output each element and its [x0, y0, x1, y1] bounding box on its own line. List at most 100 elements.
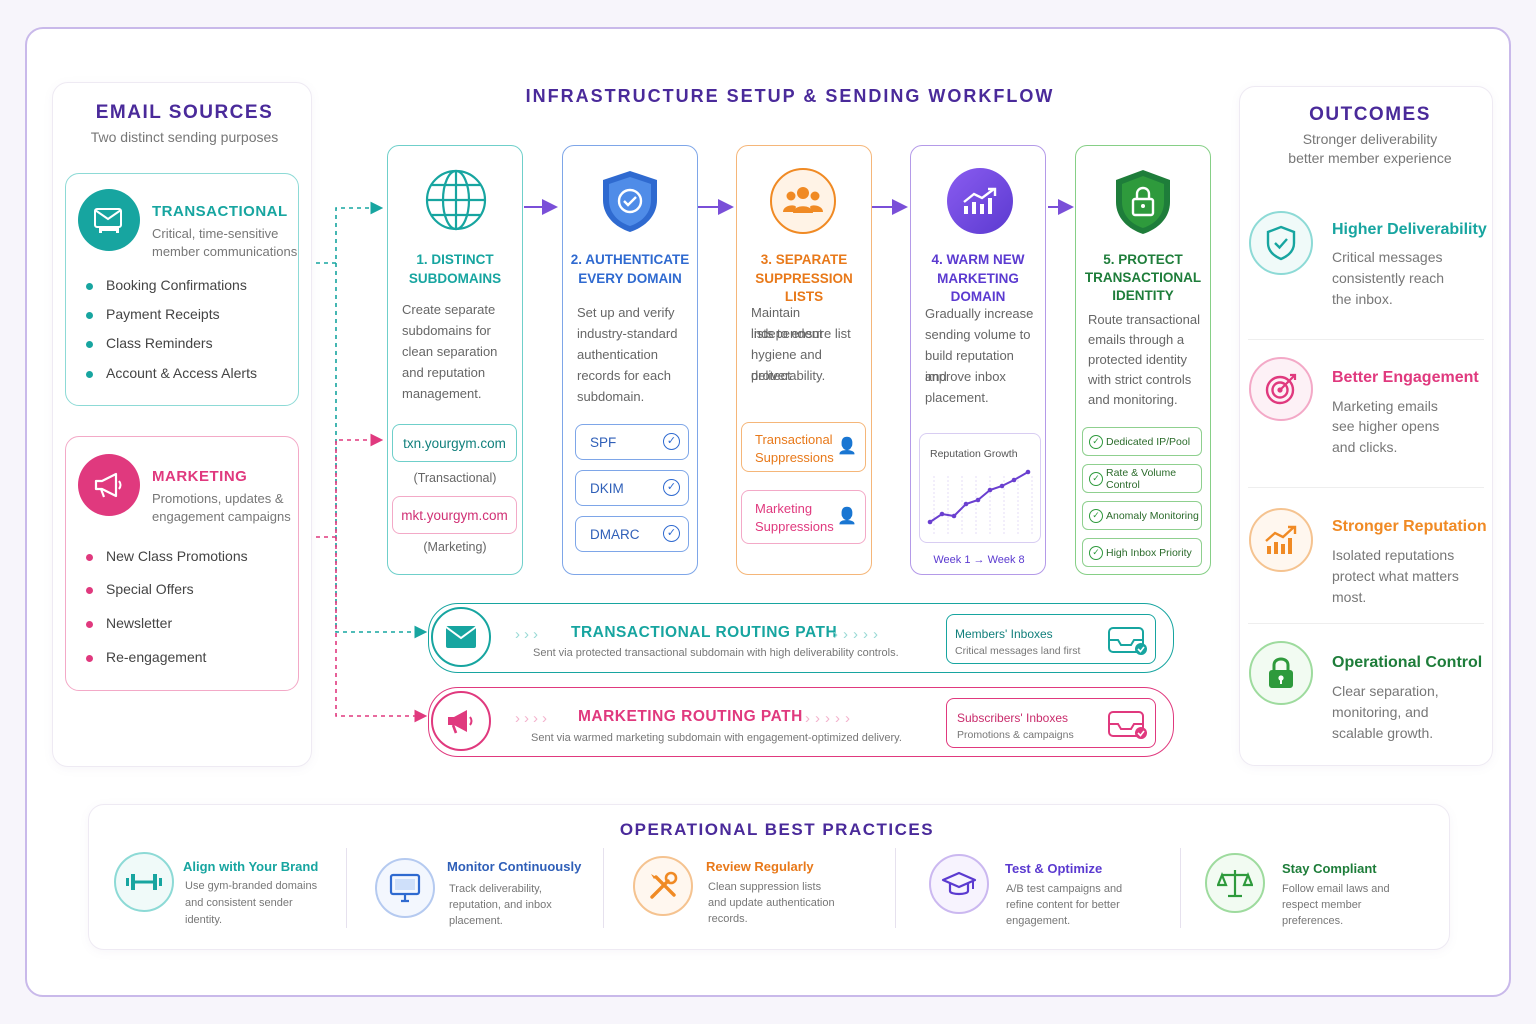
step-3-title-1: 3. SEPARATE — [760, 252, 848, 267]
mail-icon — [431, 607, 491, 667]
best-practices-heading: OPERATIONAL BEST PRACTICES — [619, 820, 935, 839]
outcome-title: Stronger Reputation — [1332, 518, 1487, 535]
chevrons-icon: ››››› — [805, 710, 855, 727]
dmarc-record-pill: DMARC ✓ — [575, 516, 689, 552]
members-inbox-title: Members' Inboxes — [955, 627, 1053, 641]
outcome-divider — [1248, 623, 1484, 624]
outcome-desc: most. — [1332, 589, 1367, 605]
bar-chart-up-icon — [1249, 508, 1313, 572]
step-1-desc-2: clean separation — [402, 344, 498, 359]
marketing-route-desc: Sent via warmed marketing subdomain with… — [531, 732, 902, 744]
list-item: Account & Access Alerts — [86, 365, 257, 381]
step-5-desc-1: emails through a — [1088, 332, 1185, 347]
step-2-desc-0: Set up and verify — [577, 305, 675, 320]
graduation-cap-icon — [929, 854, 989, 914]
outcome-title: Operational Control — [1332, 654, 1483, 671]
spf-label: SPF — [590, 434, 617, 450]
list-item: Newsletter — [86, 615, 172, 631]
dedicated-ip-check: Dedicated IP/Pool — [1082, 427, 1202, 456]
monitor-icon — [375, 858, 435, 918]
bp-desc: records. — [708, 913, 748, 925]
step-4-desc-0: Gradually increase — [925, 306, 1034, 321]
bp-title: Monitor Continuously — [447, 859, 582, 874]
outcome-desc: monitoring, and — [1332, 704, 1429, 720]
step-5-desc-4: and monitoring. — [1088, 392, 1178, 407]
step-5-desc-3: with strict controls — [1088, 372, 1192, 387]
outcome-desc: and clicks. — [1332, 439, 1398, 455]
txn-suppression-pill: Transactional Suppressions 👤 — [741, 422, 866, 472]
dumbbell-icon — [114, 852, 174, 912]
marketing-title: MARKETING — [152, 468, 248, 485]
bp-desc: engagement. — [1006, 915, 1071, 927]
chevrons-icon: ››››› — [833, 626, 883, 643]
step-3-card: 3. SEPARATE SUPPRESSION LISTS Maintain i… — [736, 145, 872, 575]
step-4-title-2: MARKETING DOMAIN — [937, 271, 1019, 304]
page-title: INFRASTRUCTURE SETUP & SENDING WORKFLOW — [525, 86, 1055, 106]
step-5-title-1: 5. PROTECT — [1103, 252, 1183, 267]
week-start: Week 1 — [933, 554, 971, 566]
step-2-desc-4: subdomain. — [577, 389, 645, 404]
tools-icon — [633, 856, 693, 916]
lock-shield-icon — [1112, 168, 1174, 241]
bp-desc: Clean suppression lists — [708, 881, 822, 893]
step-2-desc-3: records for each — [577, 368, 671, 383]
transactional-desc-2: member communications — [152, 244, 298, 259]
trend-up-icon — [947, 168, 1013, 234]
email-sources-heading: EMAIL SOURCES — [95, 102, 274, 123]
megaphone-icon — [431, 691, 491, 751]
step-2-title-2: EVERY DOMAIN — [578, 271, 682, 286]
txn-domain-pill: txn.yourgym.com — [392, 424, 517, 462]
outcome-desc: see higher opens — [1332, 418, 1440, 434]
transactional-title: TRANSACTIONAL — [152, 203, 288, 220]
bp-title: Align with Your Brand — [183, 859, 319, 874]
outcomes-sub-2: better member experience — [1288, 150, 1452, 166]
check-circle-icon: ✓ — [663, 433, 680, 450]
shield-check-icon — [1249, 211, 1313, 275]
marketing-source-card: MARKETING Promotions, updates & engageme… — [65, 436, 299, 691]
outcome-desc: Critical messages — [1332, 249, 1443, 265]
marketing-routing-path: ›››› MARKETING ROUTING PATH ››››› Sent v… — [428, 687, 1174, 757]
divider — [346, 848, 347, 928]
inbox-check-icon — [1108, 711, 1147, 739]
bp-desc: preferences. — [1282, 915, 1344, 927]
step-4-desc-1: sending volume to — [925, 327, 1031, 342]
bp-desc: and update authentication — [708, 897, 835, 909]
bp-desc: reputation, and inbox — [449, 899, 552, 911]
marketing-desc-2: engagement campaigns — [152, 509, 291, 524]
reputation-chart: Reputation Growth — [919, 433, 1041, 543]
bp-desc: Track deliverability, — [449, 883, 542, 895]
step-3-title-2: SUPPRESSION LISTS — [755, 271, 853, 304]
outcome-desc: protect what matters — [1332, 568, 1459, 584]
marketing-desc-1: Promotions, updates & — [152, 491, 284, 506]
mkt-suppression-pill: Marketing Suppressions 👤 — [741, 490, 866, 544]
mkt-domain-label: (Marketing) — [423, 540, 487, 554]
step-2-card: 2. AUTHENTICATE EVERY DOMAIN Set up and … — [562, 145, 698, 575]
step-1-title-1: 1. DISTINCT — [416, 252, 494, 267]
add-user-icon: 👤 — [837, 438, 857, 455]
step-4-title-1: 4. WARM NEW — [931, 252, 1025, 267]
list-item: Booking Confirmations — [86, 277, 247, 293]
mkt-suppression-label-2: Suppressions — [755, 519, 834, 534]
arrow-right-icon: → — [973, 554, 988, 566]
shield-check-icon — [597, 168, 663, 239]
txn-suppression-label-1: Transactional — [755, 432, 833, 447]
step-3-desc-1: lists to ensure list — [751, 326, 851, 341]
email-sources-subheading: Two distinct sending purposes — [90, 129, 279, 145]
members-inbox-desc: Critical messages land first — [955, 645, 1081, 657]
step-4-desc-2: build reputation and — [925, 348, 1014, 384]
subscribers-inbox-box: Subscribers' Inboxes Promotions & campai… — [946, 698, 1156, 748]
list-item: Payment Receipts — [86, 306, 220, 322]
bp-desc: Follow email laws and — [1282, 883, 1390, 895]
chevrons-icon: ››› — [515, 626, 542, 643]
list-item: New Class Promotions — [86, 548, 248, 564]
step-2-title-1: 2. AUTHENTICATE — [570, 252, 690, 267]
subscribers-inbox-desc: Promotions & campaigns — [957, 729, 1074, 741]
members-inbox-box: Members' Inboxes Critical messages land … — [946, 614, 1156, 664]
step-1-desc-1: subdomains for — [402, 323, 491, 338]
reputation-growth-line — [927, 469, 1033, 534]
step-2-desc-2: authentication — [577, 347, 658, 362]
step-1-title-2: SUBDOMAINS — [408, 271, 502, 286]
outcomes-heading: OUTCOMES — [1309, 104, 1431, 125]
bp-desc: identity. — [185, 914, 223, 926]
divider — [895, 848, 896, 928]
